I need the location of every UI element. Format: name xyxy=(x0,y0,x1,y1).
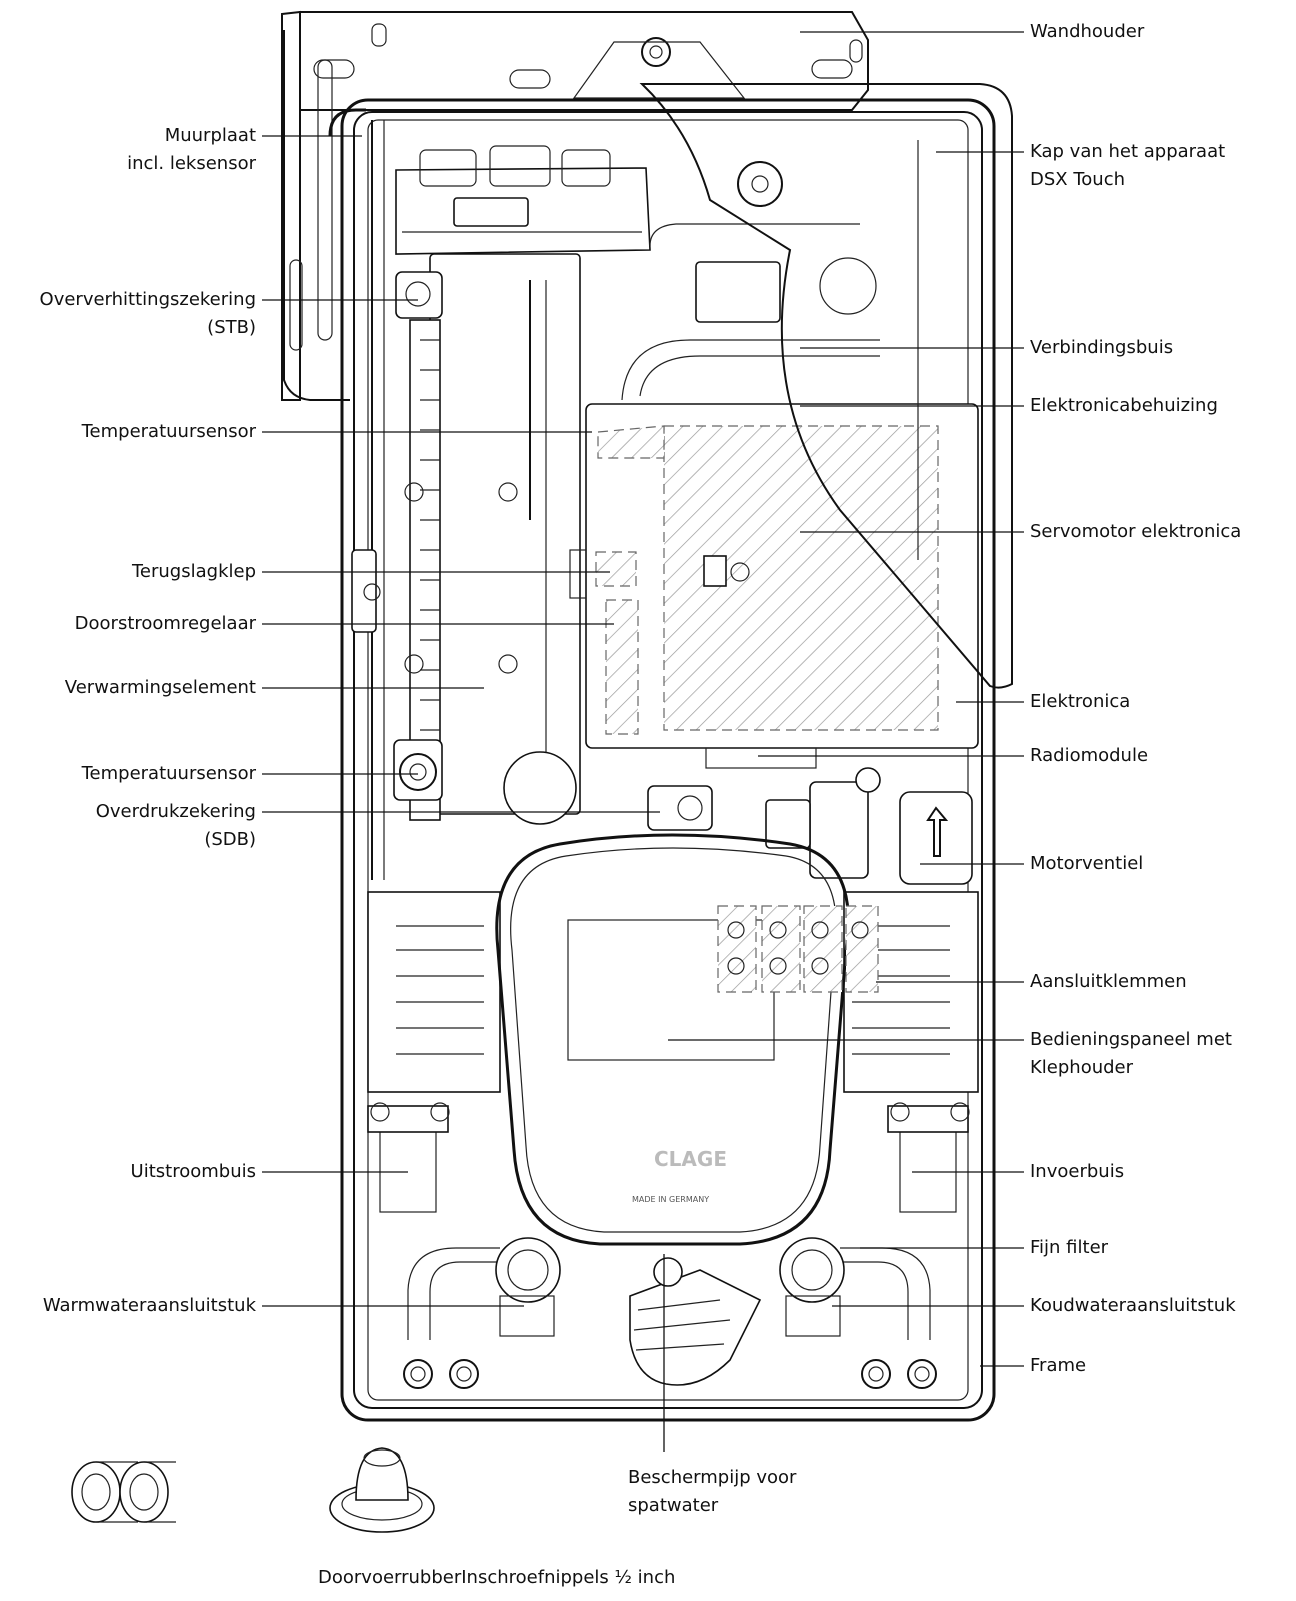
motor-valve xyxy=(765,767,973,885)
label-invoerbuis: Invoerbuis xyxy=(1030,1161,1125,1182)
water-block xyxy=(395,145,651,255)
label-muurplaat: Muurplaat incl. leksensor xyxy=(127,125,256,174)
label-overdrukzekering: Overdrukzekering (SDB) xyxy=(95,801,256,850)
heating-element xyxy=(404,253,581,825)
label-servomotor: Servomotor elektronica xyxy=(1030,521,1242,542)
label-elektronica: Elektronica xyxy=(1030,691,1131,712)
label-warmwateraansluitstuk: Warmwateraansluitstuk xyxy=(42,1295,256,1316)
label-fijn-filter: Fijn filter xyxy=(1030,1237,1109,1258)
wall-bracket xyxy=(299,11,869,111)
wall-plate xyxy=(281,10,366,401)
label-motorventiel: Motorventiel xyxy=(1030,853,1144,874)
label-verwarmingselement: Verwarmingselement xyxy=(64,677,256,698)
temperature-sensor-lower xyxy=(393,739,443,801)
splash-hose xyxy=(629,1257,762,1386)
label-wandhouder: Wandhouder xyxy=(1030,21,1145,42)
label-koudwateraansluitstuk: Koudwateraansluitstuk xyxy=(1030,1295,1236,1316)
terminal-trays xyxy=(367,891,979,1093)
leader-lines-left xyxy=(262,135,660,1307)
label-oververhittingszekering: Oververhittingszekering (STB) xyxy=(39,289,256,338)
control-panel: CLAGE MADE IN GERMANY xyxy=(495,833,879,1246)
label-bedieningspaneel: Bedieningspaneel met Klephouder xyxy=(1030,1029,1232,1078)
electronics-housing xyxy=(569,403,979,769)
device-cover xyxy=(639,83,1013,689)
connecting-tube xyxy=(621,161,880,401)
made-in-mark: MADE IN GERMANY xyxy=(632,1195,709,1204)
sdb-fuse xyxy=(647,785,713,831)
label-elektronicabehuizing: Elektronicabehuizing xyxy=(1030,395,1218,416)
leader-lines-right xyxy=(663,31,1024,1452)
bottom-screws xyxy=(403,1359,937,1389)
stb-fuse xyxy=(395,271,443,319)
label-terugslagklep: Terugslagklep xyxy=(131,561,256,582)
label-temperatuursensor-2: Temperatuursensor xyxy=(81,763,256,784)
outlet-pipe xyxy=(367,1102,561,1340)
brand-logo: CLAGE xyxy=(654,1147,727,1171)
grommet xyxy=(329,1447,435,1533)
inlet-pipe xyxy=(779,1102,970,1340)
label-beschermpijp: Beschermpijp voor spatwater xyxy=(628,1467,797,1516)
left-channel xyxy=(351,120,385,880)
label-frame: Frame xyxy=(1030,1355,1087,1376)
label-uitstroombuis: Uitstroombuis xyxy=(130,1161,256,1182)
label-verbindingsbuis: Verbindingsbuis xyxy=(1030,337,1174,358)
label-kap: Kap van het apparaat DSX Touch xyxy=(1030,141,1226,190)
label-doorstroomregelaar: Doorstroomregelaar xyxy=(74,613,256,634)
label-accessories: DoorvoerrubberInschroefnippels ½ inch xyxy=(318,1567,676,1588)
label-radiomodule: Radiomodule xyxy=(1030,745,1149,766)
label-temperatuursensor-1: Temperatuursensor xyxy=(81,421,256,442)
screw-nipples xyxy=(71,1461,176,1523)
label-aansluitklemmen: Aansluitklemmen xyxy=(1030,971,1187,992)
